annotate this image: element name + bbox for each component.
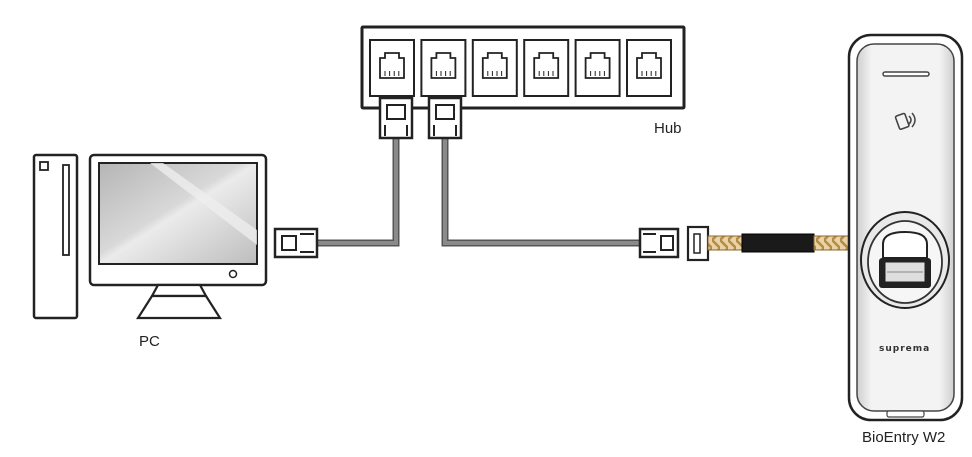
rj45-plug-icon — [273, 227, 319, 259]
rj45-port-icon — [369, 39, 415, 97]
device-label: BioEntry W2 — [862, 429, 945, 446]
rfid-card-icon — [894, 112, 916, 131]
status-led-bar — [882, 71, 930, 77]
bioentry-device: suprema BioEntry W2 — [847, 33, 964, 446]
hub: Hub — [360, 25, 686, 137]
hub-ports — [369, 39, 672, 97]
pc: PC — [32, 153, 268, 350]
rj45-port-icon — [471, 39, 518, 97]
pc-monitor — [88, 153, 268, 320]
device-wire-harness — [686, 225, 855, 262]
rj45-port-icon — [626, 39, 672, 97]
cable-pc-to-hub — [318, 138, 400, 247]
cable-sleeve — [741, 233, 815, 253]
rj45-port-icon — [523, 39, 570, 97]
rj45-plug-icon — [378, 96, 414, 140]
rj45-port-icon — [574, 39, 621, 97]
rj45-plug-icon — [638, 227, 680, 259]
hub-label: Hub — [654, 120, 682, 137]
power-led-icon — [228, 269, 238, 279]
brand-logo: suprema — [879, 344, 930, 354]
pc-label: PC — [139, 333, 160, 350]
rj45-port-icon — [420, 39, 467, 97]
rj45-plug-icon — [427, 96, 463, 140]
cable-hub-to-device — [441, 138, 640, 247]
fingerprint-sensor-icon — [860, 211, 950, 309]
pc-tower — [32, 153, 79, 320]
